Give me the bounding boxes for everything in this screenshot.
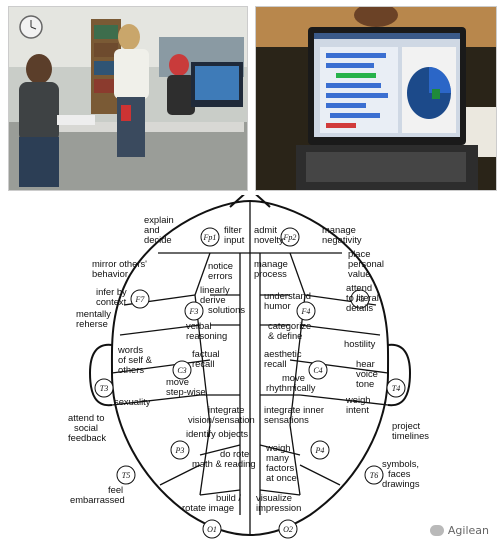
laptop-photo — [255, 6, 497, 191]
svg-text:F3: F3 — [189, 307, 199, 316]
svg-text:T6: T6 — [370, 471, 378, 480]
svg-text:T5: T5 — [122, 471, 130, 480]
right-ear — [387, 343, 412, 407]
label-categorize: categorize& define — [268, 320, 311, 341]
node-f4: F4 — [296, 301, 316, 321]
node-t5: T5 — [116, 465, 136, 485]
brain-map-diagram: Fp1 Fp2 F7 F8 F3 F4 C3 C4 T3 T4 P3 P4 T5… — [60, 187, 440, 540]
svg-text:F8: F8 — [355, 295, 365, 304]
svg-text:P4: P4 — [315, 446, 325, 455]
svg-text:T4: T4 — [392, 384, 400, 393]
svg-text:C3: C3 — [177, 366, 186, 375]
node-o1: O1 — [202, 519, 222, 539]
node-fp2: Fp2 — [280, 227, 300, 247]
label-identify-objects: identify objects — [186, 428, 248, 439]
node-f7: F7 — [130, 289, 150, 309]
node-o2: O2 — [278, 519, 298, 539]
svg-text:T3: T3 — [100, 384, 108, 393]
electrode-nodes: Fp1 Fp2 F7 F8 F3 F4 C3 C4 T3 T4 P3 P4 T5… — [94, 227, 406, 539]
label-mirror: mirror others'behavior — [92, 258, 147, 279]
chat-bubble-icon — [429, 525, 444, 536]
node-f3: F3 — [184, 301, 204, 321]
node-c3: C3 — [172, 360, 192, 380]
node-t6: T6 — [364, 465, 384, 485]
node-fp1: Fp1 — [200, 227, 220, 247]
node-t3: T3 — [94, 378, 114, 398]
node-t4: T4 — [386, 378, 406, 398]
svg-text:O1: O1 — [207, 525, 217, 534]
node-p4: P4 — [310, 440, 330, 460]
node-f8: F8 — [350, 289, 370, 309]
watermark: Agilean — [429, 524, 489, 537]
svg-text:Fp2: Fp2 — [283, 233, 297, 242]
svg-text:O2: O2 — [283, 525, 293, 534]
svg-text:C4: C4 — [313, 366, 322, 375]
node-p3: P3 — [170, 440, 190, 460]
svg-text:Fp1: Fp1 — [203, 233, 217, 242]
label-sexuality: sexuality — [114, 396, 151, 407]
left-ear — [88, 343, 113, 407]
label-build-rotate: build /rotate image — [182, 492, 241, 513]
watermark-text: Agilean — [447, 524, 489, 537]
classroom-photo — [8, 6, 248, 191]
label-hostility: hostility — [344, 338, 376, 349]
svg-text:P3: P3 — [175, 446, 185, 455]
svg-text:F7: F7 — [135, 295, 146, 304]
node-c4: C4 — [308, 360, 328, 380]
svg-text:F4: F4 — [301, 307, 311, 316]
brain-map-svg: Fp1 Fp2 F7 F8 F3 F4 C3 C4 T3 T4 P3 P4 T5… — [68, 187, 429, 539]
